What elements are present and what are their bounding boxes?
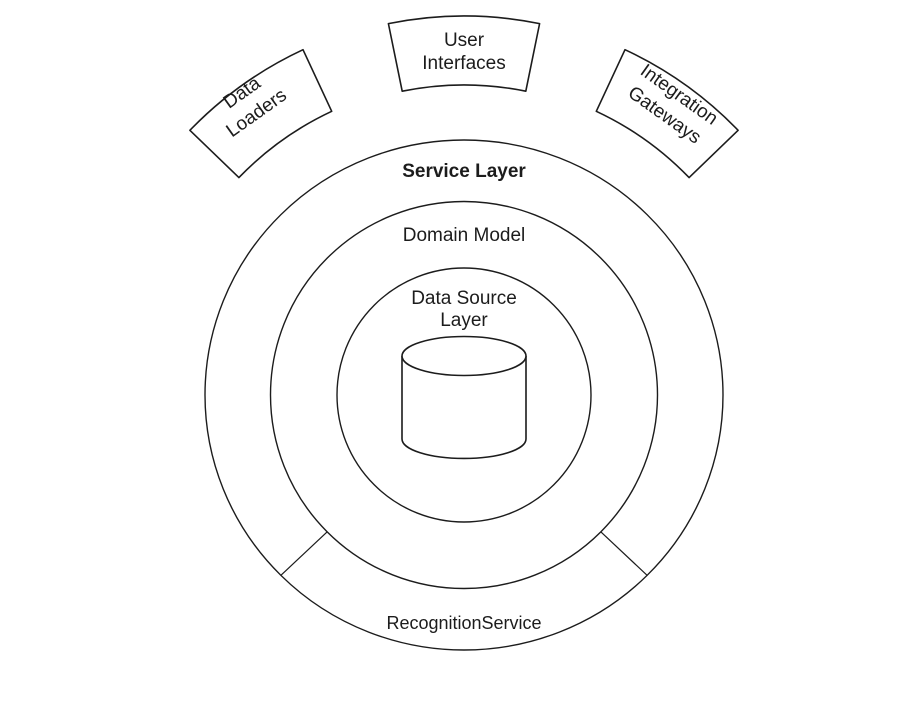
user-interfaces-label: User Interfaces [422, 30, 505, 74]
recognition-service-label: RecognitionService [386, 613, 541, 633]
database-cylinder-top [401, 335, 527, 377]
bottom-segment: RecognitionService [280, 531, 648, 633]
data-source-layer-label-line1: Data Source [411, 288, 517, 309]
database-cylinder-body [401, 356, 527, 460]
domain-model-ring [269, 200, 659, 590]
satellite-integration-gateways: Integration Gateways [595, 48, 739, 179]
layer-rings [204, 139, 724, 651]
satellite-user-interfaces: User Interfaces [387, 15, 541, 92]
user-interfaces-label-line1: User [444, 30, 485, 51]
data-loaders-shape [189, 48, 333, 179]
integration-gateways-shape [595, 48, 739, 179]
user-interfaces-shape [387, 15, 541, 92]
satellite-data-loaders: Data Loaders [189, 48, 333, 179]
user-interfaces-label-line2: Interfaces [422, 53, 505, 74]
data-source-layer-ring [336, 267, 592, 523]
service-layer-ring [204, 139, 724, 651]
service-layer-label: Service Layer [402, 161, 526, 182]
domain-model-label: Domain Model [403, 225, 526, 246]
data-source-layer-label-line2: Layer [440, 310, 488, 331]
bottom-segment-right-divider [600, 531, 648, 576]
database-icon [401, 335, 527, 460]
data-source-layer-label: Data Source Layer [411, 288, 517, 331]
bottom-segment-left-divider [280, 531, 328, 576]
